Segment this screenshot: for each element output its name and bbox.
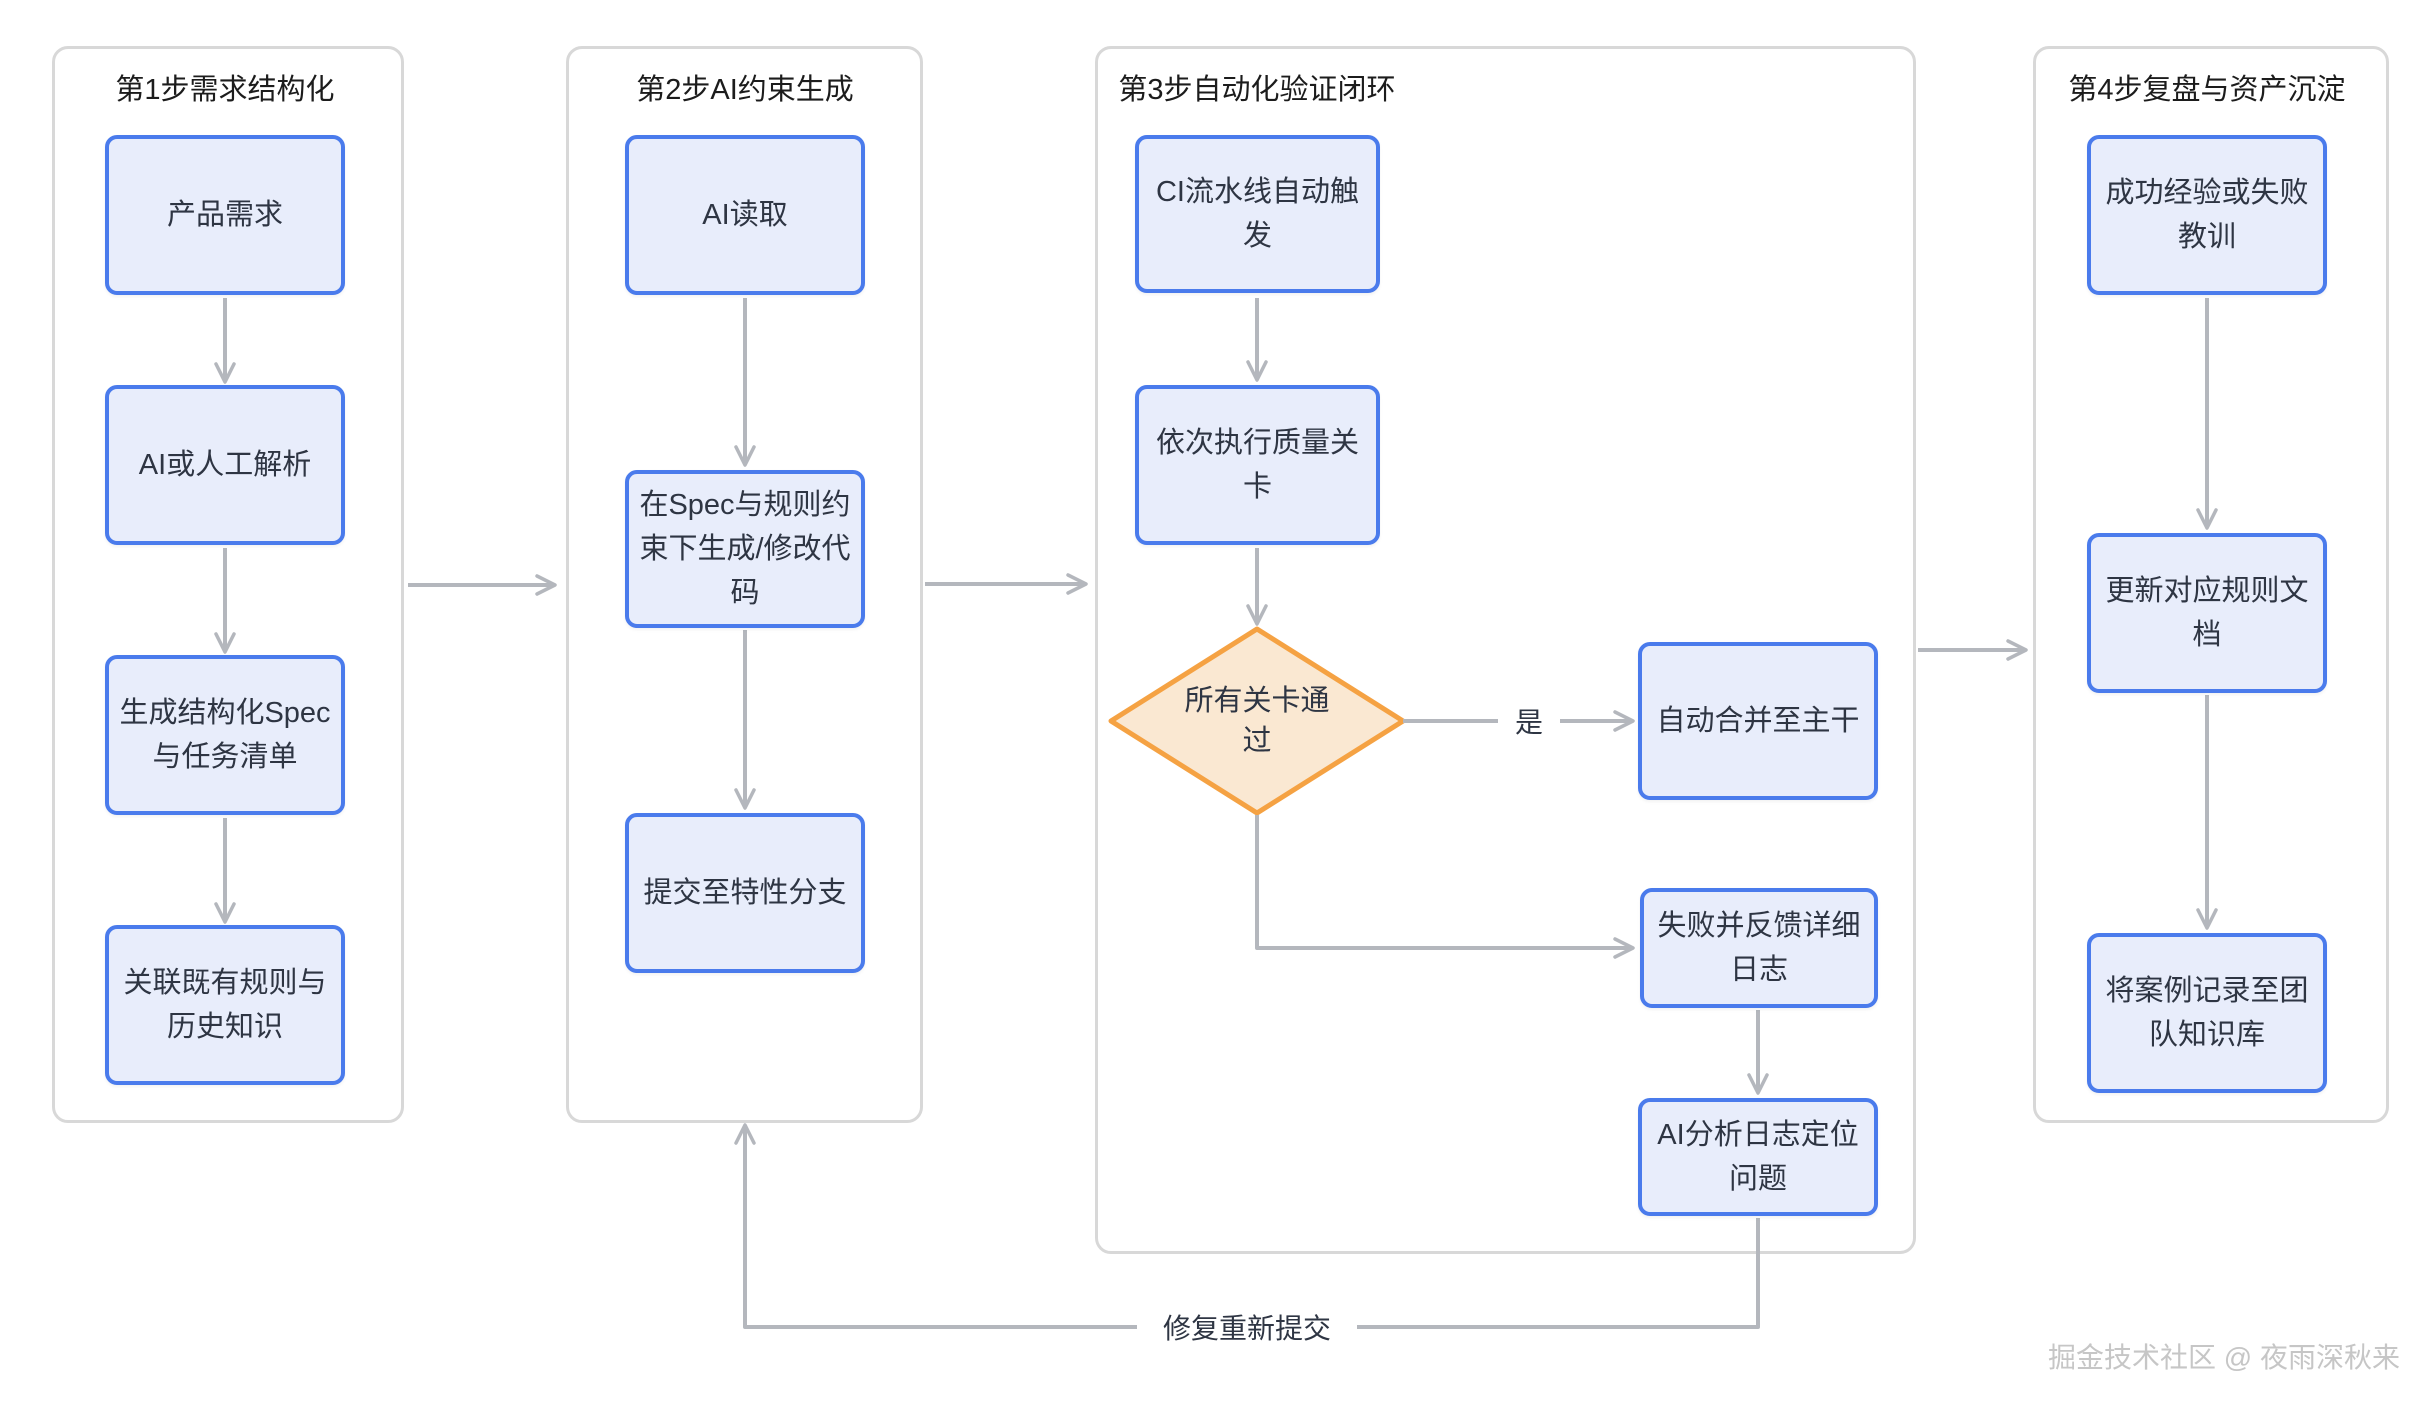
node-run-quality-gates: 依次执行质量关 卡 bbox=[1135, 385, 1380, 545]
node-ci-pipeline-trigger: CI流水线自动触 发 bbox=[1135, 135, 1380, 293]
arrow-retry-loop bbox=[734, 1123, 1760, 1329]
group-step3-title: 第3步自动化验证闭环 bbox=[1118, 74, 1396, 106]
edge-label-retry: 修复重新提交 bbox=[1137, 1303, 1357, 1351]
node-ai-read: AI读取 bbox=[625, 135, 865, 295]
node-commit-feature-branch: 提交至特性分支 bbox=[625, 813, 865, 973]
node-ai-analyze-logs: AI分析日志定位 问题 bbox=[1638, 1098, 1878, 1216]
node-product-requirements: 产品需求 bbox=[105, 135, 345, 295]
group-step4-title: 第4步复盘与资产沉淀 bbox=[2068, 74, 2346, 106]
node-generate-code-under-constraints: 在Spec与规则约 束下生成/修改代 码 bbox=[625, 470, 865, 628]
group-step2-title: 第2步AI约束生成 bbox=[636, 74, 854, 106]
node-generate-structured-spec: 生成结构化Spec 与任务清单 bbox=[105, 655, 345, 815]
node-ai-or-manual-parsing: AI或人工解析 bbox=[105, 385, 345, 545]
arrow-fail-branch bbox=[1255, 815, 1635, 959]
decision-all-gates-passed: 所有关卡通 过 bbox=[1184, 685, 1330, 757]
node-auto-merge-trunk: 自动合并至主干 bbox=[1638, 642, 1878, 800]
watermark: 掘金技术社区 @ 夜雨深秋来 bbox=[2048, 1342, 2400, 1373]
node-link-existing-rules: 关联既有规则与 历史知识 bbox=[105, 925, 345, 1085]
edge-label-yes: 是 bbox=[1514, 707, 1543, 738]
node-success-failure-lessons: 成功经验或失败 教训 bbox=[2087, 135, 2327, 295]
node-fail-feedback-logs: 失败并反馈详细 日志 bbox=[1640, 888, 1878, 1008]
group-step1-title: 第1步需求结构化 bbox=[115, 74, 335, 106]
node-record-case-knowledge-base: 将案例记录至团 队知识库 bbox=[2087, 933, 2327, 1093]
node-update-rule-docs: 更新对应规则文 档 bbox=[2087, 533, 2327, 693]
